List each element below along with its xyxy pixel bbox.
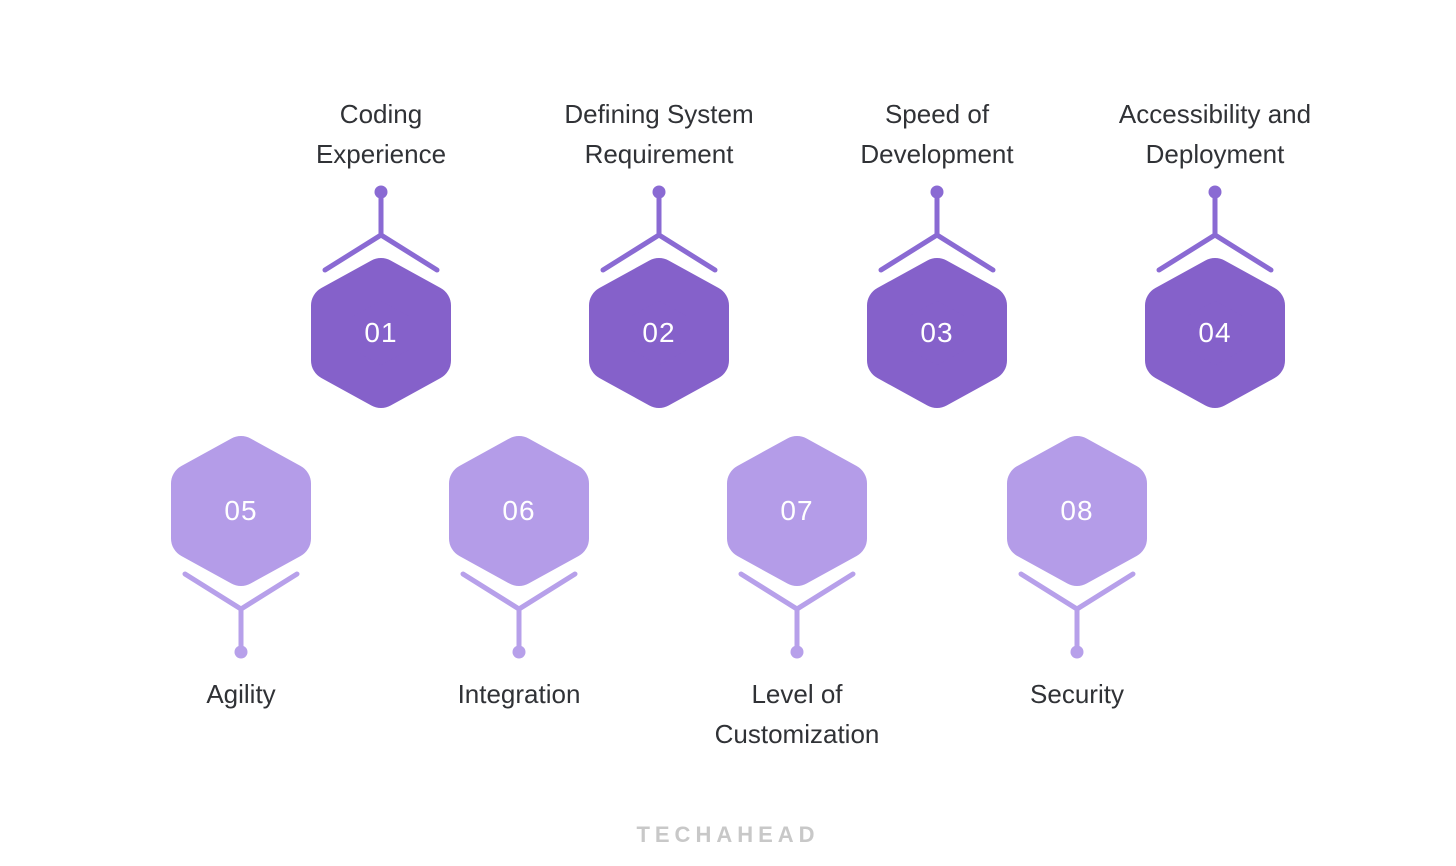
- hexagon-item-07: 07: [717, 430, 877, 666]
- label-integration: Integration: [369, 674, 669, 714]
- hexagon-item-08-graphic: [1007, 436, 1147, 659]
- hexagon-item-04: 04: [1135, 178, 1295, 414]
- connector-dot: [1070, 645, 1084, 659]
- hexagon-item-01-graphic: [311, 185, 451, 408]
- connector-arms: [600, 232, 718, 273]
- label-level-of-customization: Level of Customization: [647, 674, 947, 754]
- label-line: Speed of: [884, 99, 990, 129]
- hexagon-item-07-graphic: [727, 436, 867, 659]
- hexagon-item-05: 05: [161, 430, 321, 666]
- step-number: 07: [780, 495, 814, 526]
- hexagon-shape: [1007, 436, 1147, 586]
- connector-arms: [1156, 232, 1274, 273]
- connector-dot: [790, 645, 804, 659]
- label-line: Integration: [457, 679, 581, 709]
- label-line: Defining System: [564, 99, 754, 129]
- label-coding-experience: Coding Experience: [231, 94, 531, 174]
- label-agility: Agility: [91, 674, 391, 714]
- techahead-logo: TECHAHEAD: [636, 822, 820, 847]
- step-number: 04: [1198, 317, 1232, 348]
- connector-dot: [652, 185, 666, 199]
- label-line: Level of: [751, 679, 843, 709]
- step-number: 08: [1060, 495, 1094, 526]
- hexagon-shape: [171, 436, 311, 586]
- hexagon-item-01: 01: [301, 178, 461, 414]
- hexagon-item-02-graphic: [589, 185, 729, 408]
- label-security: Security: [927, 674, 1227, 714]
- label-line: Development: [860, 139, 1014, 169]
- label-line: Accessibility and: [1118, 99, 1312, 129]
- label-line: Security: [1030, 679, 1124, 709]
- hexagon-shape: [311, 258, 451, 408]
- hexagon-shape: [589, 258, 729, 408]
- hexagon-item-05-graphic: [171, 436, 311, 659]
- label-line: Experience: [315, 139, 447, 169]
- label-line: Requirement: [584, 139, 734, 169]
- hexagon-item-06: 06: [439, 430, 599, 666]
- label-line: Customization: [714, 719, 880, 749]
- connector-dot: [930, 185, 944, 199]
- hexagon-item-03-graphic: [867, 185, 1007, 408]
- hexagon-shape: [449, 436, 589, 586]
- hexagon-item-02: 02: [579, 178, 739, 414]
- connector-dot: [234, 645, 248, 659]
- hexagon-shape: [867, 258, 1007, 408]
- label-line: Deployment: [1145, 139, 1285, 169]
- hexagon-item-03: 03: [857, 178, 1017, 414]
- label-line: Agility: [206, 679, 276, 709]
- connector-arms: [322, 232, 440, 273]
- step-number: 01: [364, 317, 398, 348]
- hexagon-item-04-graphic: [1145, 185, 1285, 408]
- connector-dot: [1208, 185, 1222, 199]
- connector-dot: [374, 185, 388, 199]
- hexagon-item-06-graphic: [449, 436, 589, 659]
- connector-dot: [512, 645, 526, 659]
- step-number: 06: [502, 495, 536, 526]
- connector-arms: [878, 232, 996, 273]
- label-accessibility-and-deployment: Accessibility and Deployment: [1065, 94, 1365, 174]
- hexagon-shape: [1145, 258, 1285, 408]
- hexagon-shape: [727, 436, 867, 586]
- label-defining-system-requirement: Defining System Requirement: [509, 94, 809, 174]
- step-number: 03: [920, 317, 954, 348]
- step-number: 05: [224, 495, 258, 526]
- hexagon-item-08: 08: [997, 430, 1157, 666]
- label-line: Coding: [339, 99, 423, 129]
- label-speed-of-development: Speed of Development: [787, 94, 1087, 174]
- step-number: 02: [642, 317, 676, 348]
